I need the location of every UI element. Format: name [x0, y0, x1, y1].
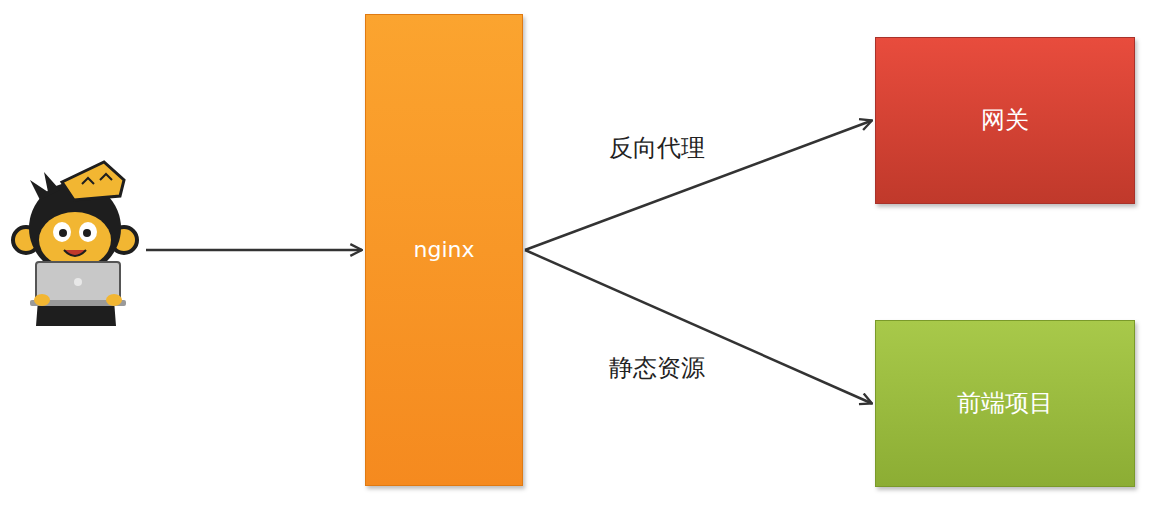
- connector-arrow: [525, 121, 872, 251]
- edge-label: 静态资源: [606, 352, 708, 384]
- node-label: 前端项目: [957, 389, 1053, 418]
- proxy-server-box: nginx: [365, 14, 523, 486]
- user-monkey-icon: [13, 162, 137, 326]
- node-label: 网关: [981, 106, 1029, 135]
- edge-label: 反向代理: [606, 132, 708, 164]
- gateway-box: 网关: [875, 37, 1135, 204]
- node-label: nginx: [414, 237, 475, 263]
- user-request-arrow: [146, 249, 362, 252]
- frontend-box: 前端项目: [875, 320, 1135, 487]
- connector-arrow: [525, 250, 872, 404]
